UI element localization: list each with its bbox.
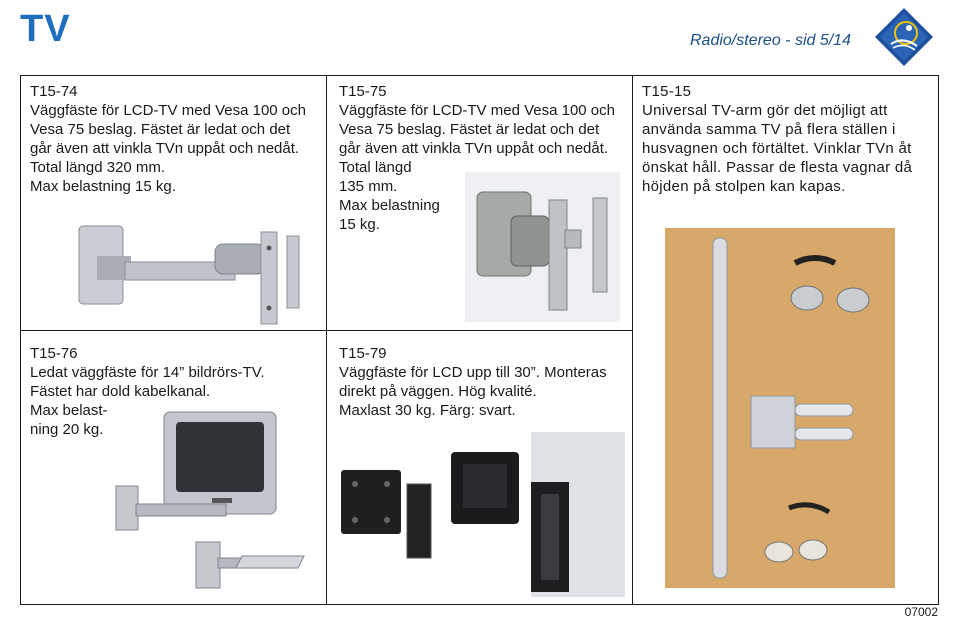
product-description: Universal TV-arm gör det möjligt att anv…: [642, 102, 913, 195]
brand-logo-icon: [875, 8, 933, 66]
footer-code: 07002: [904, 605, 938, 619]
wall-mount-compact-photo: [465, 172, 620, 322]
product-card-t15-75: T15-75 Väggfäste för LCD-TV med Vesa 100…: [339, 82, 624, 234]
crt-tv-wall-mount-photo: [115, 411, 305, 589]
divider: [632, 75, 633, 605]
product-card-t15-76: T15-76 Ledat väggfäste för 14” bildrörs-…: [30, 344, 320, 439]
divider: [326, 75, 327, 605]
product-card-t15-74: T15-74 Väggfäste för LCD-TV med Vesa 100…: [30, 82, 320, 196]
product-description: Ledat väggfäste för 14” bildrörs-TV. Fäs…: [30, 364, 265, 438]
page-subtitle: Radio/stereo - sid 5/14: [690, 32, 851, 49]
product-code: T15-74: [30, 83, 78, 100]
product-code: T15-76: [30, 345, 78, 362]
product-description: Väggfäste för LCD-TV med Vesa 100 och Ve…: [30, 102, 306, 195]
page-title: TV: [20, 8, 71, 50]
lcd-wall-mount-photo: [341, 432, 625, 597]
product-card-t15-79: T15-79 Väggfäste för LCD upp till 30”. M…: [339, 344, 624, 420]
wall-mount-arm-photo: [78, 225, 300, 325]
product-code: T15-79: [339, 345, 387, 362]
product-code: T15-75: [339, 83, 387, 100]
product-description: Väggfäste för LCD upp till 30”. Monteras…: [339, 364, 607, 419]
product-card-t15-15: T15-15 Universal TV-arm gör det möjligt …: [642, 82, 934, 196]
divider: [20, 330, 632, 331]
universal-tv-arm-photo: [665, 228, 895, 588]
catalog-frame: [20, 75, 939, 605]
product-description: Väggfäste för LCD-TV med Vesa 100 och Ve…: [339, 102, 615, 233]
product-code: T15-15: [642, 83, 692, 100]
